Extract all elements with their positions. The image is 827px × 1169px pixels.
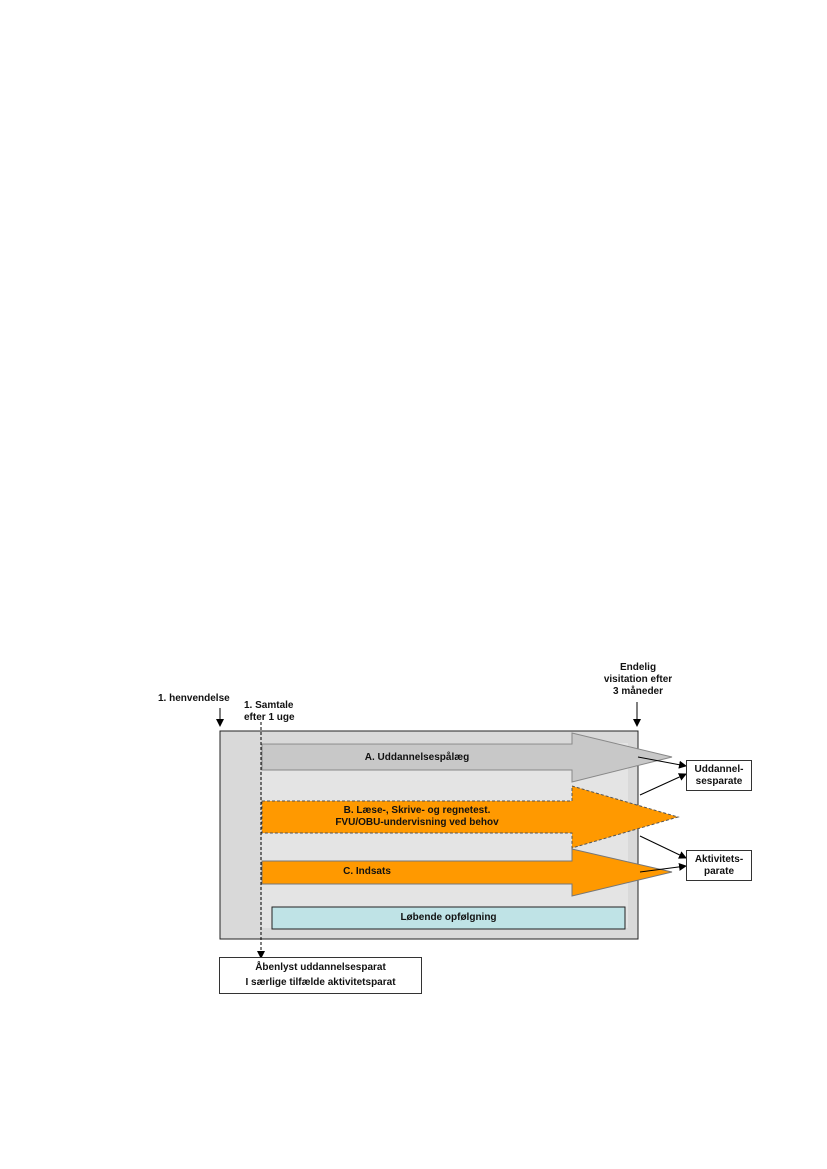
track-b-label: B. Læse-, Skrive- og regnetest. FVU/OBU-… [262,805,572,829]
outcome-activity-line1: Aktivitets- [694,854,744,865]
outcome-activity-box: Aktivitets- parate [686,850,752,881]
connector-a-to-education [637,756,687,769]
initial-assessment-line2: I særlige tilfælde aktivitetsparat [245,977,396,988]
arrow-a [261,732,673,783]
final-visitation-label: Endelig visitation efter 3 måneder [588,662,688,698]
followup-label: Løbende opfølgning [400,912,497,923]
process-inner-region [262,743,628,928]
initial-assessment-box: Åbenlyst uddannelsesparat I særlige tilf… [219,957,422,994]
followup-bar [271,906,626,930]
track-b-line2: FVU/OBU-undervisning ved behov [335,817,499,828]
final-visitation-line3: 3 måneder [612,686,664,697]
interview-label: 1. Samtale efter 1 uge [244,700,304,724]
arrow-c [261,848,673,897]
connector-c-to-activity [639,862,687,873]
connector-b-to-activity [639,835,687,859]
interview-label-line2: efter 1 uge [244,712,295,723]
outcome-activity-line2: parate [703,866,734,877]
track-c-label: C. Indsats [343,866,391,877]
arrow-b [261,785,680,849]
final-visitation-line1: Endelig [619,662,657,673]
outcome-education-box: Uddannel- sesparate [686,760,752,791]
connector-b-to-education [639,773,687,796]
interview-label-line1: 1. Samtale [244,700,294,711]
outcome-education-line2: sesparate [695,776,743,787]
outcome-education-line1: Uddannel- [694,764,744,775]
final-visitation-line2: visitation efter [603,674,673,685]
initial-assessment-line1: Åbenlyst uddannelsesparat [255,962,386,973]
first-contact-label: 1. henvendelse [158,693,230,704]
track-b-line1: B. Læse-, Skrive- og regnetest. [343,805,491,816]
track-a-label: A. Uddannelsespålæg [364,752,470,763]
